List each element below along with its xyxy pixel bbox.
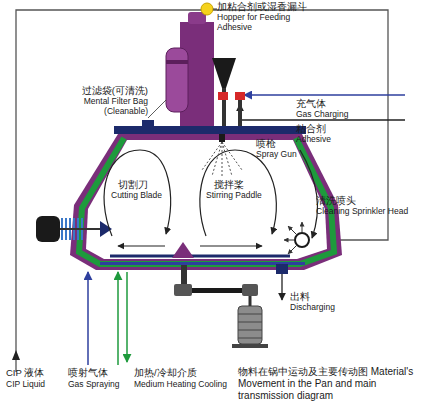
part-label: 充气体 bbox=[296, 99, 406, 110]
bowl-lid bbox=[114, 126, 306, 134]
spray-nozzle bbox=[219, 134, 225, 142]
paddle-hub bbox=[172, 242, 194, 258]
hopper-knob bbox=[201, 3, 213, 15]
part-label: Discharging bbox=[290, 303, 360, 313]
part-label: 过滤袋(可清洗) bbox=[48, 86, 148, 97]
pulley bbox=[174, 284, 192, 296]
part-label: Spray Gun bbox=[256, 150, 326, 160]
part-label: Mental Filter Bag (Cleanable) bbox=[48, 97, 148, 117]
flow-arrow bbox=[200, 245, 262, 246]
part-label: Gas Charging bbox=[296, 110, 406, 120]
filter-bag-band bbox=[166, 60, 188, 64]
bowl-interior bbox=[86, 140, 327, 259]
part-label: 出料 bbox=[290, 292, 360, 303]
cip-arrow bbox=[12, 350, 20, 360]
filter-leader bbox=[148, 100, 166, 118]
blade-motor bbox=[36, 216, 60, 242]
bowl-outer bbox=[70, 134, 342, 270]
spray-fan bbox=[202, 142, 242, 178]
part-label: 搅拌桨 bbox=[214, 180, 274, 191]
figure-caption: 物料在锅中运动及主要传动图 Material's Movement in the… bbox=[238, 366, 424, 402]
filter-bag bbox=[166, 48, 188, 112]
sprinkler-head bbox=[295, 233, 309, 247]
part-label: CIP 液体 bbox=[6, 368, 66, 379]
motor-pulley bbox=[242, 284, 258, 296]
part-label: Cutting Blade bbox=[111, 191, 181, 201]
motor-shaft bbox=[249, 296, 252, 306]
heating-line-in bbox=[117, 272, 119, 365]
gas-spraying-line bbox=[87, 272, 89, 365]
discharge-line bbox=[281, 274, 282, 300]
motor-fins bbox=[238, 314, 262, 338]
part-label: 清洗喷头 bbox=[316, 196, 426, 207]
flow-arrow bbox=[300, 150, 317, 238]
main-motor bbox=[238, 306, 262, 344]
valve bbox=[235, 92, 245, 100]
part-label: 加热/冷却介质 bbox=[134, 368, 236, 379]
part-label: CIP Liquid bbox=[6, 380, 66, 390]
part-label: Stirring Paddle bbox=[206, 191, 281, 201]
part-label: 喷射气体 bbox=[68, 368, 133, 379]
sprinkler-spray bbox=[284, 222, 302, 254]
hopper-leader bbox=[213, 9, 217, 10]
gas-charging-line bbox=[244, 94, 405, 96]
part-label: Medium Heating Cooling bbox=[134, 380, 236, 390]
cutting-blade bbox=[100, 221, 112, 237]
heating-jacket bbox=[79, 138, 334, 264]
lid-clamp bbox=[142, 120, 154, 126]
discharge-valve bbox=[276, 264, 288, 274]
part-label: 粘合剂 bbox=[296, 124, 406, 135]
valve bbox=[218, 92, 228, 100]
part-label: Gas Spraying bbox=[68, 380, 133, 390]
cip-line bbox=[16, 10, 388, 372]
heating-line-out bbox=[126, 272, 128, 362]
part-label: Hopper for Feeding Adhesive bbox=[217, 13, 312, 33]
valve-pipe bbox=[238, 100, 242, 128]
adhesive-funnel bbox=[212, 58, 236, 88]
bottom-plate bbox=[100, 262, 305, 265]
part-label: 切割刀 bbox=[118, 180, 178, 191]
part-label: Cleaning Sprinkler Head bbox=[316, 207, 426, 217]
part-label: 喷枪 bbox=[256, 139, 326, 150]
part-label: Adhesive bbox=[296, 135, 406, 145]
paddle-blade bbox=[110, 255, 290, 258]
motor-base bbox=[232, 344, 268, 348]
flow-arrow bbox=[118, 245, 165, 246]
part-label: 加粘合剂或湿香漏斗 bbox=[217, 2, 347, 13]
